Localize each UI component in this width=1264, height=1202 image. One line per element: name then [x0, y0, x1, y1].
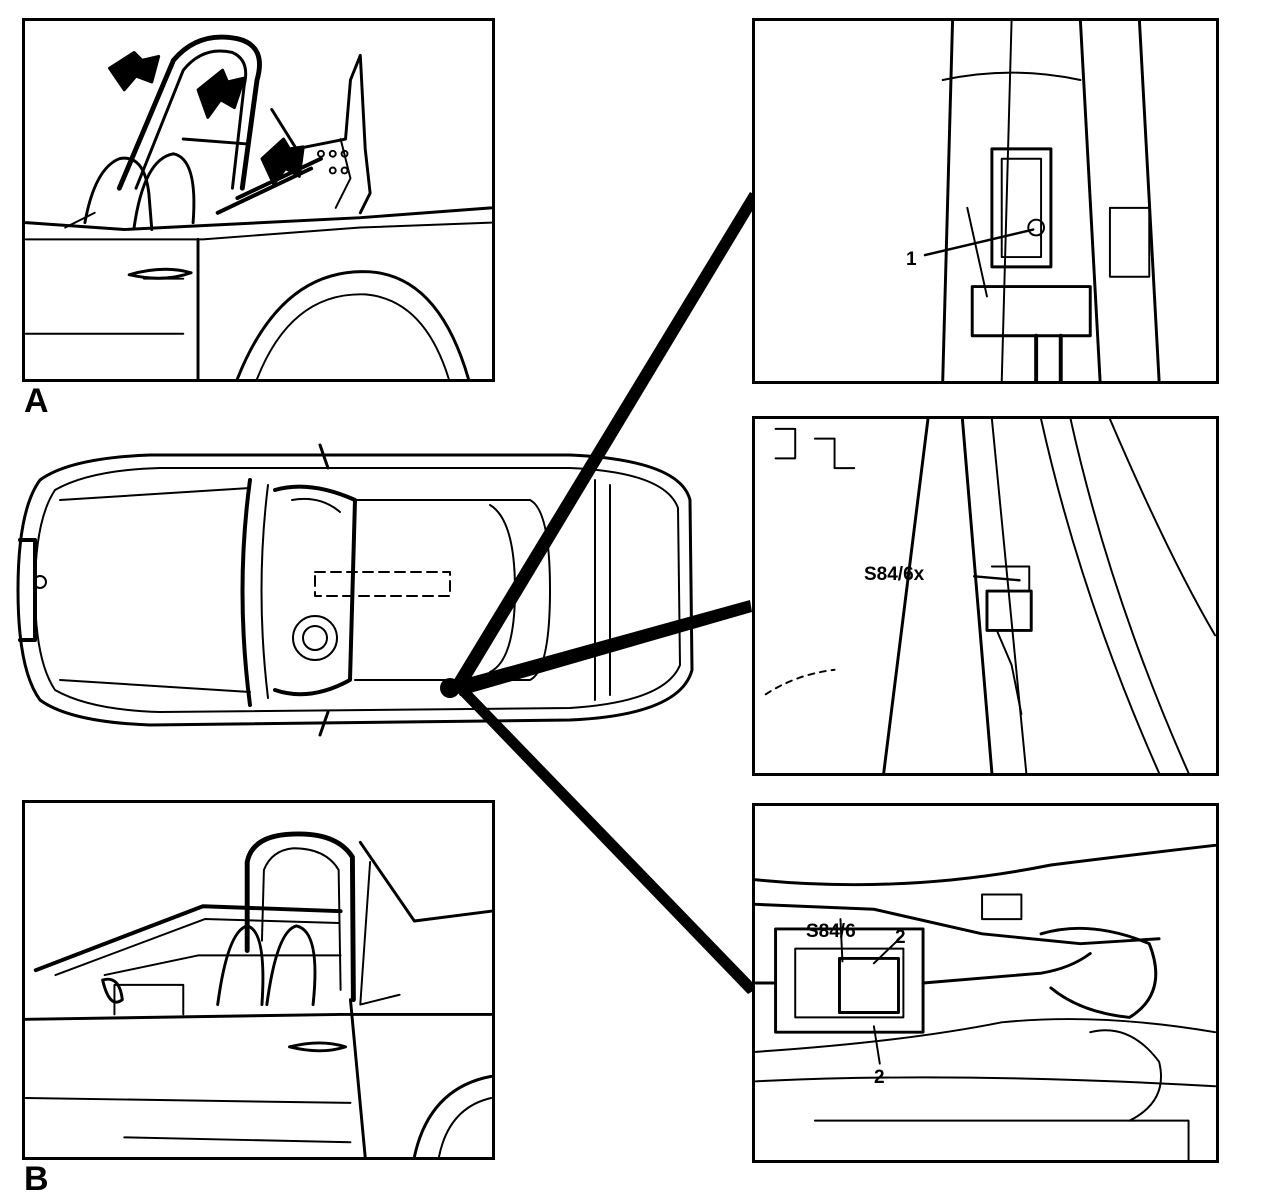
panel-a [22, 18, 495, 382]
detail-panel-middle [752, 416, 1219, 776]
callout-s84-6: S84/6 [806, 921, 856, 942]
detail-bottom-illustration [755, 843, 1216, 1160]
panel-b [22, 800, 495, 1160]
arrow-icon [260, 137, 305, 186]
callout-1: 1 [906, 249, 917, 270]
panel-b-letter: B [24, 1160, 49, 1198]
arrow-icon [108, 50, 161, 92]
detail-middle-illustration [764, 419, 1216, 773]
panel-a-illustration [25, 34, 492, 379]
car-top-view [10, 440, 700, 740]
arrow-icon [196, 68, 246, 119]
panel-b-illustration [25, 831, 492, 1157]
panel-a-letter: A [24, 382, 49, 420]
callout-2-upper: 2 [895, 927, 906, 948]
location-marker-icon [440, 678, 460, 698]
car-top-view-illustration [16, 443, 694, 737]
callout-s84-6x: S84/6x [864, 564, 925, 585]
detail-panel-bottom [752, 803, 1219, 1163]
detail-top-illustration [923, 21, 1161, 381]
detail-panel-top [752, 18, 1219, 384]
callout-2-lower: 2 [874, 1067, 885, 1088]
